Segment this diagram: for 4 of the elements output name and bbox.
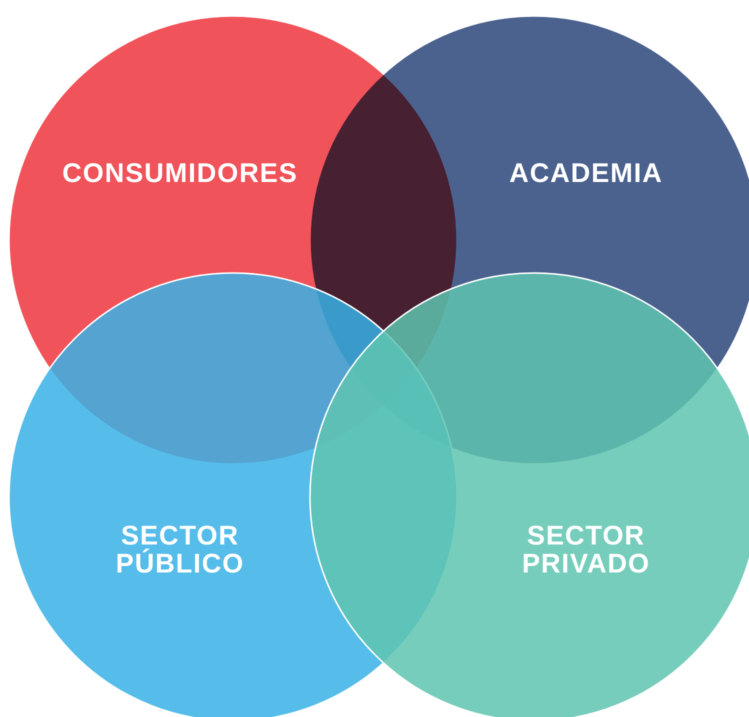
category-label: ACADEMIA xyxy=(508,158,664,188)
category-label: CONSUMIDORES xyxy=(61,158,299,188)
category-label: SECTOR PÚBLICO xyxy=(114,522,246,578)
category-label: SECTOR PRIVADO xyxy=(520,522,651,578)
